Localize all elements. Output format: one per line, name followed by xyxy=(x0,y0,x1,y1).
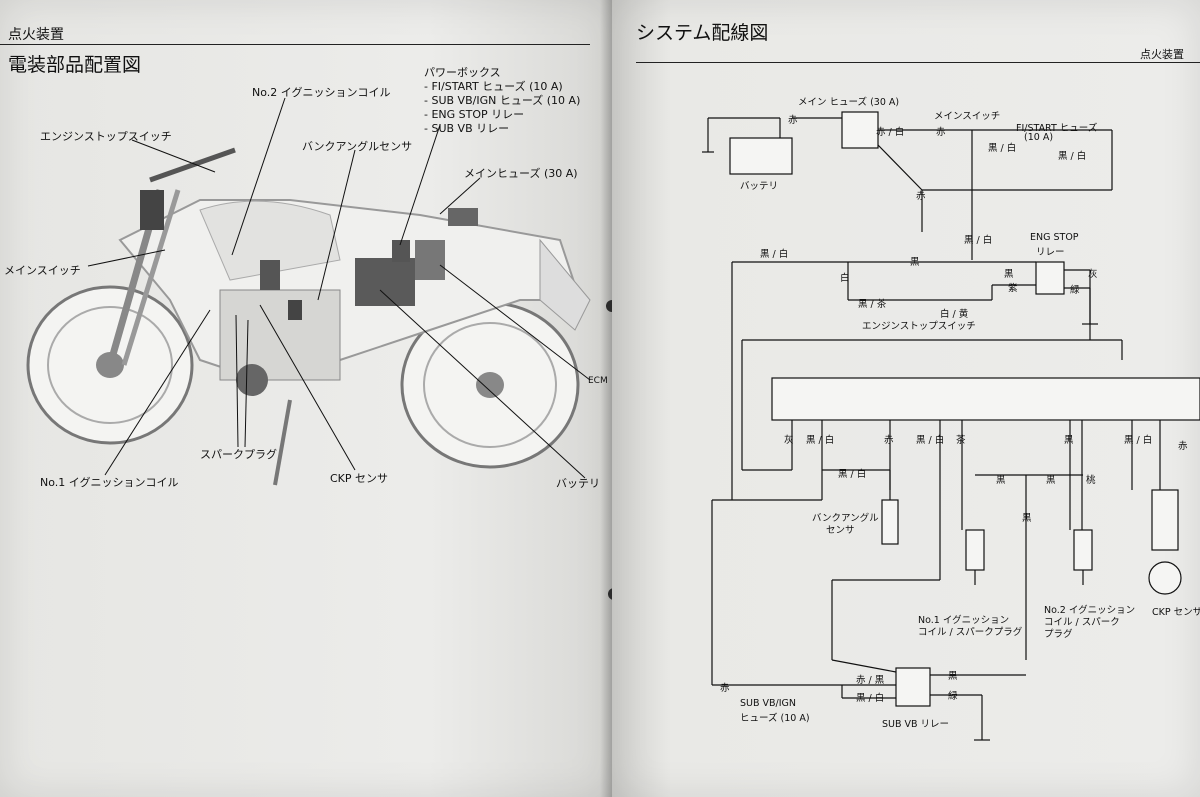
wire-label: 黒 / 白 xyxy=(1124,435,1153,446)
power-box-callout: パワーボックス - FI/START ヒューズ (10 A) - SUB VB/… xyxy=(424,66,580,136)
wire-label: 桃 xyxy=(1086,475,1096,486)
power-box-title: パワーボックス xyxy=(424,66,501,79)
wire-label: 紫 xyxy=(1008,283,1018,294)
wire-label: 黒 / 白 xyxy=(838,469,867,480)
wire-label: 赤 / 黒 xyxy=(856,675,885,686)
label-sub-vb-fuse-1: SUB VB/IGN xyxy=(740,698,797,709)
wire-label: 赤 xyxy=(884,435,894,446)
label-fi-start-amp: (10 A) xyxy=(1024,132,1054,143)
power-box-item: - SUB VB/IGN ヒューズ (10 A) xyxy=(424,94,581,107)
wire-label: 白 xyxy=(840,273,850,284)
label-fi-start-fuse: FI/START ヒューズ xyxy=(1016,123,1098,134)
wire-label: 灰 xyxy=(784,435,794,446)
page-title-left: 電装部品配置図 xyxy=(8,54,142,76)
label-main-switch: メインスイッチ xyxy=(934,111,1001,122)
label-main-fuse: メインヒューズ (30 A) xyxy=(464,167,578,180)
label-no1-coil-2: コイル / スパークプラグ xyxy=(918,627,1023,638)
section-title-left: 点火装置 xyxy=(8,27,64,43)
left-page: 点火装置 電装部品配置図 xyxy=(0,0,612,797)
wire-label: 黒 / 茶 xyxy=(858,299,887,310)
wire-label: 茶 xyxy=(956,435,966,446)
label-eng-stop-relay-2: リレー xyxy=(1036,247,1065,258)
wire-label: 黒 / 白 xyxy=(806,435,835,446)
label-main-fuse: メイン ヒューズ (30 A) xyxy=(798,97,900,108)
power-box-item: - ENG STOP リレー xyxy=(424,108,525,121)
wire-label: 黒 / 白 xyxy=(856,693,885,704)
wire-label: 黒 xyxy=(948,671,958,682)
header-rule-right xyxy=(636,62,1200,63)
label-spark-plug: スパークプラグ xyxy=(200,448,277,461)
label-ckp-sensor: CKP センサ xyxy=(1152,607,1200,618)
label-no2-coil-1: No.2 イグニッション xyxy=(1044,605,1136,616)
wire-label: 赤 xyxy=(916,191,926,202)
label-battery: バッテリ xyxy=(556,477,600,490)
label-ecm: ECM xyxy=(588,376,608,386)
power-box-item: - FI/START ヒューズ (10 A) xyxy=(424,80,563,93)
right-page: システム配線図 点火装置 xyxy=(612,0,1200,797)
label-sub-vb-relay: SUB VB リレー xyxy=(882,719,950,730)
wire-label: 黒 xyxy=(1046,475,1056,486)
wire-label: 黒 / 白 xyxy=(1058,151,1087,162)
wire-label: 黒 / 白 xyxy=(964,235,993,246)
wire-label: 黒 xyxy=(996,475,1006,486)
label-bank-angle-sensor: バンクアングルセンサ xyxy=(302,140,413,153)
wire-label: 赤 xyxy=(720,683,730,694)
wire-label: 灰 xyxy=(1088,269,1098,280)
label-no2-coil-3: プラグ xyxy=(1044,629,1073,640)
wire-label: 黒 / 白 xyxy=(988,143,1017,154)
label-sub-vb-fuse-2: ヒューズ (10 A) xyxy=(740,713,810,724)
label-no1-ignition-coil: No.1 イグニッションコイル xyxy=(40,476,179,489)
wire-label: 黒 xyxy=(1004,269,1014,280)
wire-label: 黒 xyxy=(910,257,920,268)
wiring-diagram xyxy=(702,111,1200,741)
label-engine-stop-switch: エンジンストップスイッチ xyxy=(862,321,976,332)
wire-label: 赤 xyxy=(788,115,798,126)
wire-label: 白 / 黄 xyxy=(940,309,969,320)
label-battery: バッテリ xyxy=(740,181,779,192)
label-ckp-sensor: CKP センサ xyxy=(330,472,389,485)
wire-label: 黒 xyxy=(1064,435,1074,446)
wire-label: 黒 / 白 xyxy=(760,249,789,260)
wire-label: 黒 / 白 xyxy=(916,435,945,446)
page-title-right: システム配線図 xyxy=(636,22,769,44)
label-no1-coil-1: No.1 イグニッション xyxy=(918,615,1010,626)
label-engine-stop-switch: エンジンストップスイッチ xyxy=(40,130,172,143)
section-title-right: 点火装置 xyxy=(1140,48,1184,61)
label-no2-ignition-coil: No.2 イグニッションコイル xyxy=(252,86,391,99)
wire-label: 赤 / 白 xyxy=(876,127,905,138)
label-bank-angle-2: センサ xyxy=(826,525,855,536)
wire-label: 緑 xyxy=(948,691,958,702)
label-no2-coil-2: コイル / スパーク xyxy=(1044,617,1120,628)
wire-label: 赤 xyxy=(1178,441,1188,452)
label-main-switch: メインスイッチ xyxy=(4,264,81,277)
wire-label: 赤 xyxy=(936,127,946,138)
power-box-item: - SUB VB リレー xyxy=(424,122,510,135)
label-bank-angle-1: バンクアングル xyxy=(812,513,879,524)
motorcycle-illustration xyxy=(26,97,591,486)
wire-label: 緑 xyxy=(1070,285,1080,296)
wire-label: 黒 xyxy=(1022,513,1032,524)
header-rule-left xyxy=(0,44,590,45)
label-eng-stop-relay: ENG STOP xyxy=(1030,232,1079,243)
